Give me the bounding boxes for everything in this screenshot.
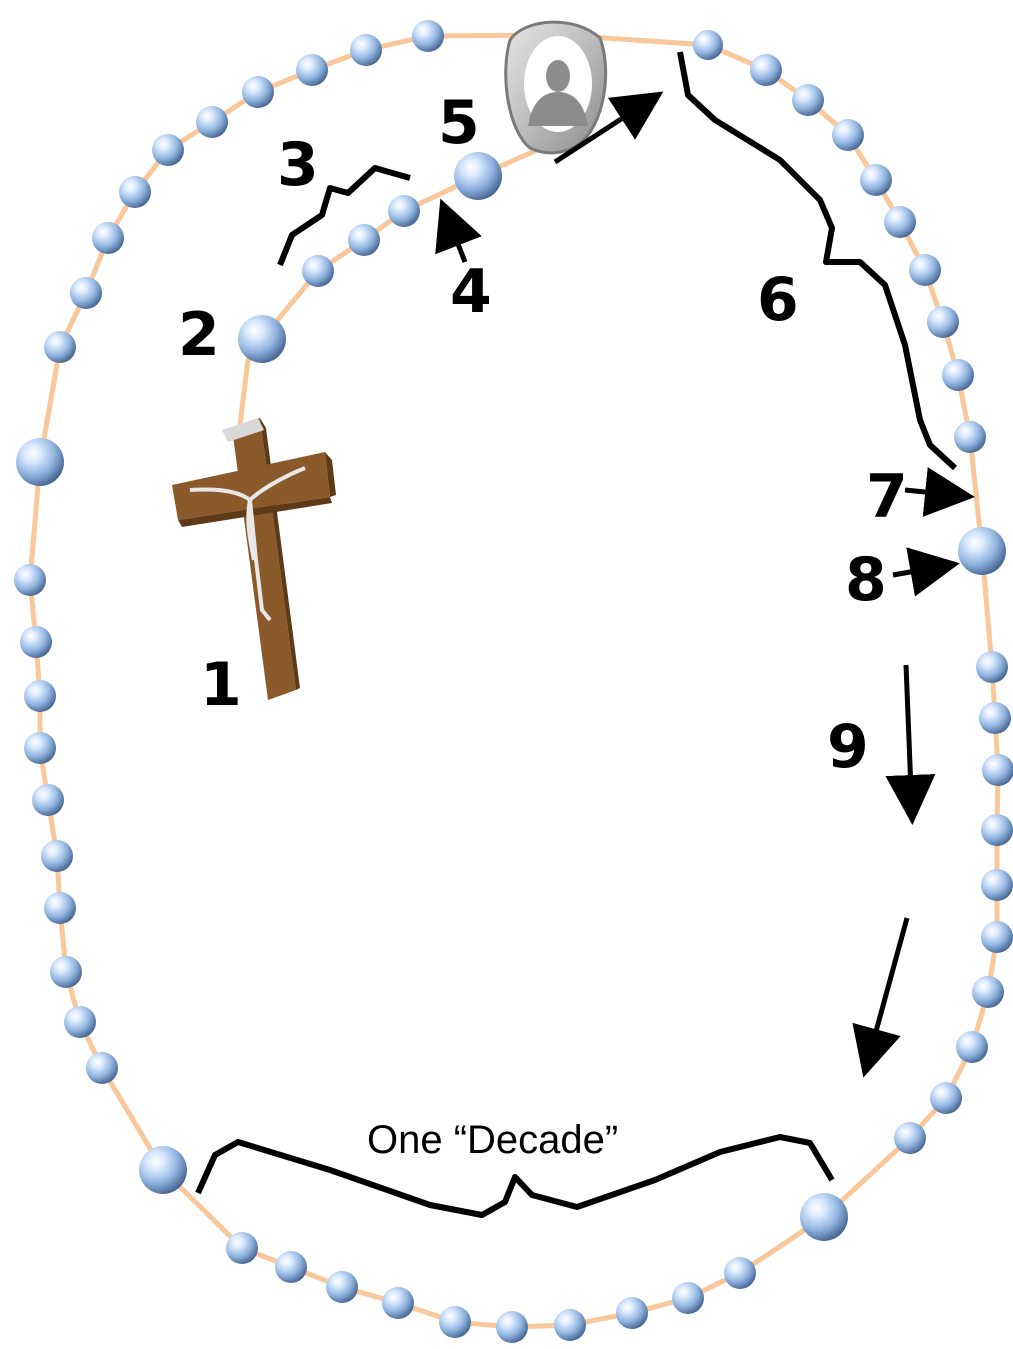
hail-mary-bead — [942, 359, 974, 391]
pendant-small-bead — [388, 195, 420, 227]
label-step-7: 7 — [866, 462, 908, 532]
hail-mary-bead — [979, 702, 1011, 734]
hail-mary-bead — [24, 732, 56, 764]
hail-mary-bead — [981, 869, 1013, 901]
hail-mary-bead — [275, 1251, 307, 1283]
hail-mary-bead — [382, 1287, 414, 1319]
hail-mary-bead — [41, 840, 73, 872]
hail-mary-bead — [956, 1031, 988, 1063]
label-step-2: 2 — [178, 300, 220, 370]
hail-mary-bead — [693, 30, 723, 60]
hail-mary-bead — [24, 680, 56, 712]
hail-mary-bead — [954, 421, 986, 453]
label-step-9: 9 — [827, 712, 869, 782]
hail-mary-bead — [86, 1052, 118, 1084]
arrow-9-upper — [906, 665, 912, 815]
hail-mary-bead — [750, 54, 782, 86]
decade-caption: One “Decade” — [367, 1118, 618, 1162]
our-father-bead — [800, 1193, 848, 1241]
label-step-3: 3 — [277, 130, 319, 200]
arrow-7 — [905, 490, 965, 496]
our-father-bead — [16, 438, 64, 486]
hail-mary-bead — [226, 1232, 258, 1264]
hail-mary-bead — [930, 1082, 962, 1114]
pendant-small-bead — [302, 255, 334, 287]
hail-mary-bead — [860, 164, 892, 196]
hail-mary-bead — [152, 134, 184, 166]
hail-mary-bead — [92, 222, 124, 254]
hail-mary-bead — [50, 956, 82, 988]
hail-mary-bead — [832, 119, 864, 151]
hail-mary-bead — [909, 254, 941, 286]
our-father-bead — [139, 1146, 187, 1194]
hail-mary-bead — [64, 1006, 96, 1038]
arrow-9-lower — [866, 918, 907, 1068]
hail-mary-bead — [981, 921, 1013, 953]
hail-mary-bead — [20, 626, 52, 658]
arrow-4 — [444, 208, 465, 262]
hail-mary-bead — [412, 20, 444, 52]
pendant-large-bead — [454, 152, 502, 200]
label-step-4: 4 — [450, 257, 492, 327]
hail-mary-bead — [894, 1122, 926, 1154]
hail-mary-bead — [44, 892, 76, 924]
label-step-1: 1 — [200, 650, 242, 720]
hail-mary-bead — [196, 106, 228, 138]
hail-mary-bead — [350, 34, 382, 66]
hail-mary-bead — [982, 754, 1013, 786]
hail-mary-bead — [44, 331, 76, 363]
hail-mary-bead — [119, 176, 151, 208]
hail-mary-bead — [32, 784, 64, 816]
arrow-8 — [893, 565, 950, 575]
pendant-small-bead — [348, 224, 380, 256]
hail-mary-bead — [981, 814, 1013, 846]
hail-mary-bead — [724, 1257, 756, 1289]
hail-mary-bead — [554, 1309, 586, 1341]
hail-mary-bead — [496, 1311, 528, 1343]
hail-mary-bead — [884, 206, 916, 238]
label-step-8: 8 — [845, 545, 887, 615]
hail-mary-bead — [14, 564, 46, 596]
label-step-5: 5 — [438, 88, 480, 158]
hail-mary-bead — [927, 306, 959, 338]
pendant-large-bead — [238, 315, 286, 363]
mary-medal-icon — [506, 22, 606, 153]
hail-mary-bead — [326, 1271, 358, 1303]
hail-mary-bead — [972, 976, 1004, 1008]
hail-mary-bead — [296, 54, 328, 86]
hail-mary-bead — [242, 76, 274, 108]
hail-mary-bead — [439, 1306, 471, 1338]
hail-mary-bead — [672, 1282, 704, 1314]
hail-mary-bead — [616, 1297, 648, 1329]
label-step-6: 6 — [757, 265, 799, 335]
hail-mary-bead — [70, 277, 102, 309]
our-father-bead — [958, 527, 1006, 575]
hail-mary-bead — [792, 84, 824, 116]
crucifix-icon — [172, 418, 336, 700]
hail-mary-bead — [976, 651, 1008, 683]
